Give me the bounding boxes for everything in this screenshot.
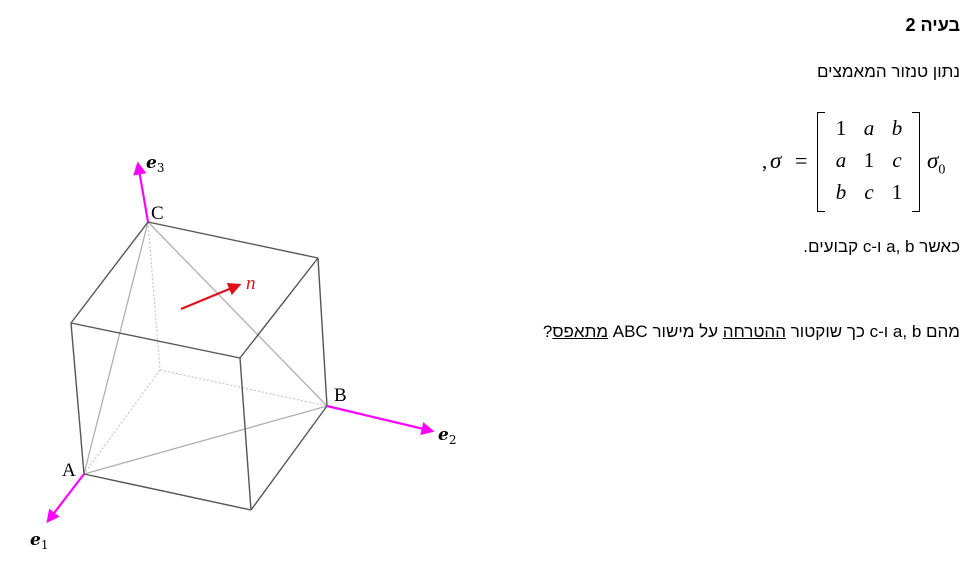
axis-label-e1: e1	[30, 530, 48, 552]
question-underlined-vanishes: מתאפס	[552, 322, 609, 341]
matrix-cell: c	[892, 148, 902, 172]
plane-abc	[83, 221, 328, 475]
vertex-label-b: B	[334, 385, 347, 406]
cube-edge	[147, 221, 319, 259]
vertex-label-a: A	[62, 460, 76, 481]
matrix-cell: c	[864, 180, 874, 204]
question-text-mid: על מישור ABC	[608, 322, 723, 341]
matrix-cell: 1	[835, 116, 847, 140]
e1-base: e	[30, 530, 41, 550]
figure-labels: C B A n	[62, 203, 347, 481]
triangle-edge-ac	[83, 221, 149, 475]
cube-edges	[70, 221, 328, 511]
matrix-cell: 1	[891, 180, 903, 204]
triangle-edge-bc	[147, 221, 328, 407]
normal-label-n: n	[246, 273, 256, 294]
axis-label-e2: e2	[438, 425, 456, 447]
hidden-edge	[147, 221, 161, 371]
axis-e3-arrow	[133, 161, 150, 223]
e2-subscript: 2	[449, 433, 457, 447]
cube-edge	[83, 473, 252, 511]
e2-base: e	[438, 425, 449, 445]
e1-subscript: 1	[41, 538, 49, 552]
cube-diagram: C B A n e3 e2 e1	[30, 153, 456, 552]
axes	[46, 161, 435, 524]
hidden-edge	[83, 369, 161, 475]
vertex-label-c: C	[151, 203, 164, 224]
hidden-edges	[83, 221, 328, 475]
cube-edge	[239, 257, 319, 359]
problem-title: בעיה 2	[905, 15, 960, 35]
axis-label-e3: e3	[146, 153, 164, 175]
sigma-zero-base: σ	[927, 148, 939, 173]
cube-edge	[317, 257, 328, 407]
matrix-right-bracket	[912, 112, 920, 212]
matrix-cell: a	[835, 148, 847, 172]
sigma-symbol: σ	[770, 148, 782, 173]
matrix-left-bracket	[817, 112, 825, 212]
sigma-zero: σ0	[927, 148, 945, 179]
cube-edge	[70, 322, 85, 475]
problem-question: מהם a, b ו-c כך שוקטור ההטרחה על מישור A…	[500, 321, 960, 343]
question-text-end: ?	[542, 322, 553, 341]
matrix-cell: 1	[863, 148, 875, 172]
e3-base: e	[146, 153, 157, 173]
normal-vector-arrow	[180, 282, 242, 311]
axis-e1-arrow	[46, 473, 85, 524]
cube-edge	[70, 322, 241, 359]
axis-e2-arrow	[326, 404, 435, 435]
stress-tensor-equation: , σ = 1 a b a 1 c b c 1 σ0	[762, 108, 967, 214]
cube-edge	[239, 357, 252, 511]
equation-comma: ,	[762, 149, 768, 173]
triangle-edge-ab	[83, 405, 328, 475]
matrix-cell: a	[863, 116, 875, 140]
equals-sign: =	[795, 148, 808, 173]
hidden-edge	[159, 369, 328, 407]
cube-edge	[250, 405, 328, 511]
question-underlined-traction: ההטרחה	[722, 322, 786, 341]
e3-subscript: 3	[157, 161, 165, 175]
sigma-zero-subscript: 0	[938, 162, 946, 178]
problem-condition: כאשר a, b ו-c קבועים.	[803, 237, 960, 256]
matrix-cell: b	[835, 180, 847, 204]
question-text-start: מהם a, b ו-c כך שוקטור	[785, 322, 960, 341]
matrix-cell: b	[891, 116, 903, 140]
cube-edge	[70, 221, 149, 324]
problem-intro: נתון טנזור המאמצים	[816, 62, 960, 81]
